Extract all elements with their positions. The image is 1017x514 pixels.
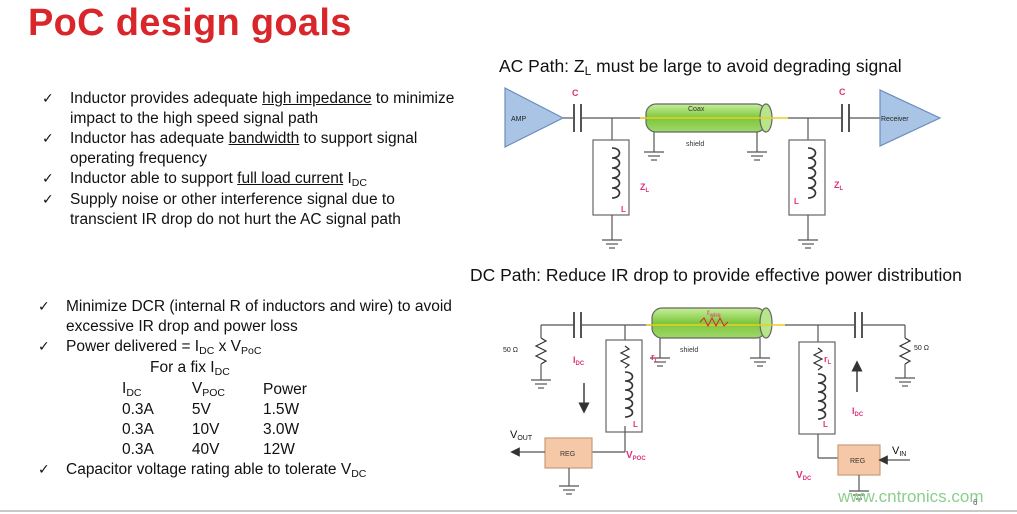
vpoc-label: VPOC bbox=[626, 450, 646, 462]
dc-goals-list: ✓Minimize DCR (internal R of inductors a… bbox=[38, 297, 458, 481]
check-icon: ✓ bbox=[42, 91, 54, 107]
list-item: ✓Capacitor voltage rating able to tolera… bbox=[38, 461, 367, 480]
fix-label: For a fix IDC bbox=[150, 359, 230, 378]
check-icon: ✓ bbox=[38, 339, 50, 355]
res-right-label: 50 Ω bbox=[914, 345, 929, 352]
receiver-label: Receiver bbox=[881, 116, 909, 123]
zl-label-left: ZL bbox=[640, 182, 650, 194]
amp-triangle bbox=[504, 87, 565, 148]
vout-label: VOUT bbox=[510, 429, 533, 442]
coax-label: Coax bbox=[688, 106, 705, 113]
right-zl-box bbox=[788, 139, 826, 216]
ac-goals-list: ✓Inductor provides adequate high impedan… bbox=[42, 89, 462, 230]
amp-label: AMP bbox=[511, 116, 527, 123]
vdc-label: VDC bbox=[796, 470, 812, 482]
dc-path-title: DC Path: Reduce IR drop to provide effec… bbox=[470, 265, 962, 285]
page-title: PoC design goals bbox=[28, 2, 352, 44]
table-header: VPOC bbox=[191, 380, 225, 399]
list-item: ✓Minimize DCR (internal R of inductors a… bbox=[38, 298, 452, 335]
receiver-triangle bbox=[879, 89, 942, 147]
page-number: 6 bbox=[973, 498, 978, 507]
watermark: www.cntronics.com bbox=[838, 487, 984, 506]
check-icon: ✓ bbox=[38, 299, 50, 315]
res-left-label: 50 Ω bbox=[503, 347, 518, 354]
list-item: ✓Power delivered = IDC x VPoC For a fix … bbox=[38, 337, 458, 460]
cap-label-left: C bbox=[572, 88, 579, 98]
dc-circuit bbox=[510, 307, 915, 500]
list-item: ✓Inductor able to support full load curr… bbox=[42, 170, 367, 189]
table-header-row: IDC VPOC Power bbox=[122, 379, 345, 400]
l-right-label: L bbox=[823, 420, 828, 429]
left-rl-box bbox=[605, 339, 643, 433]
l-label-right: L bbox=[794, 197, 799, 206]
l-label-left: L bbox=[621, 205, 626, 214]
table-header: Power bbox=[263, 380, 307, 398]
list-item: ✓Inductor provides adequate high impedan… bbox=[42, 90, 455, 127]
bottom-divider bbox=[0, 510, 1017, 512]
check-icon: ✓ bbox=[42, 192, 54, 208]
l-left-label: L bbox=[633, 420, 638, 429]
check-icon: ✓ bbox=[38, 462, 50, 478]
ac-path-title: AC Path: ZL must be large to avoid degra… bbox=[499, 56, 902, 78]
table-header: IDC bbox=[122, 380, 142, 399]
rwire-label: rwire bbox=[707, 308, 721, 319]
zl-label-right: ZL bbox=[834, 180, 844, 192]
check-icon: ✓ bbox=[42, 131, 54, 147]
check-icon: ✓ bbox=[42, 171, 54, 187]
cap-label-right: C bbox=[839, 87, 846, 97]
vin-label: VIN bbox=[892, 445, 906, 458]
idc-right-label: IDC bbox=[852, 406, 864, 418]
ac-circuit bbox=[504, 87, 942, 249]
rl-left-label: rL bbox=[651, 352, 659, 364]
left-zl-box bbox=[592, 139, 630, 216]
list-item: ✓Inductor has adequate bandwidth to supp… bbox=[42, 130, 418, 167]
list-item: ✓Supply noise or other interference sign… bbox=[42, 191, 401, 228]
rl-right-label: rL bbox=[824, 354, 832, 366]
dc-shield-label: shield bbox=[680, 347, 698, 354]
right-rl-box bbox=[798, 341, 836, 435]
shield-label: shield bbox=[686, 141, 704, 148]
reg-left-label: REG bbox=[560, 451, 575, 458]
idc-left-label: IDC bbox=[573, 355, 585, 367]
left-reg-box bbox=[544, 437, 593, 469]
reg-right-label: REG bbox=[850, 458, 865, 465]
